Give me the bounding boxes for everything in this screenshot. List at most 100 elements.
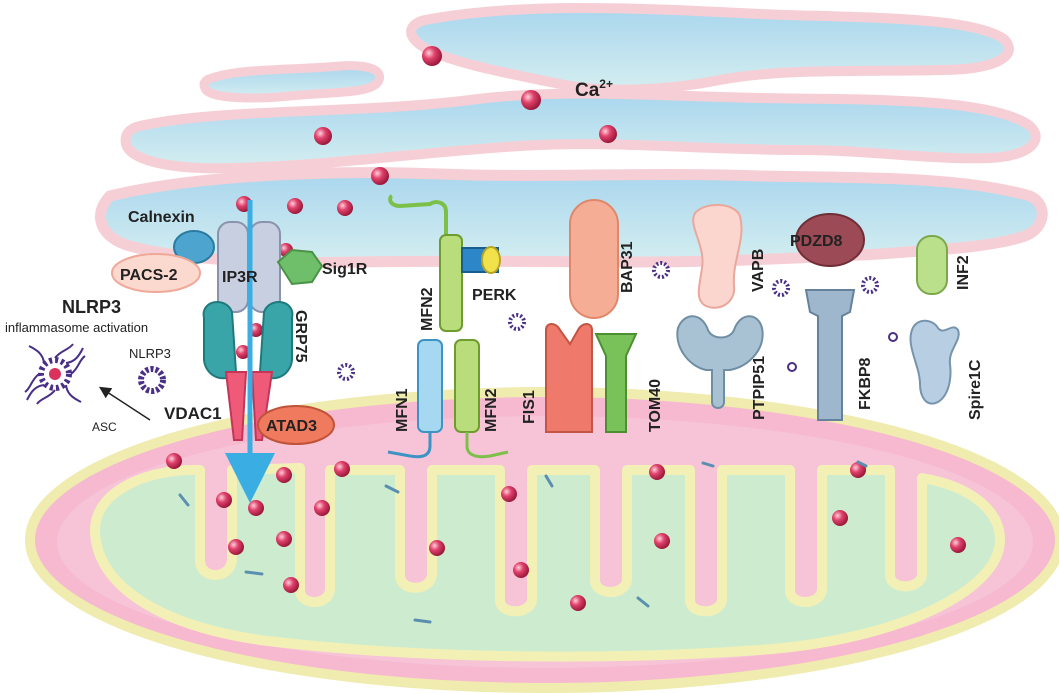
- calcium-label-base: Ca: [575, 80, 600, 101]
- fkbp8-label: FKBP8: [857, 357, 874, 410]
- grp75-shape-right: [258, 301, 294, 380]
- calcium-ion: [570, 595, 586, 611]
- nlrp3-small-label: NLRP3: [129, 346, 171, 361]
- calcium-label: Ca2+: [575, 77, 613, 101]
- calcium-ion: [283, 577, 299, 593]
- spire1c-label: Spire1C: [967, 359, 984, 420]
- pdzd8-fkbp8-complex: [795, 213, 865, 421]
- vdac1-shape-right: [250, 371, 274, 441]
- calcium-ion: [228, 539, 244, 555]
- perk-label: PERK: [472, 287, 517, 304]
- calcium-ion: [649, 464, 665, 480]
- mtdna-fragment: [701, 461, 715, 468]
- pacs2-shape: [111, 253, 201, 293]
- mtdna-fragment: [178, 493, 190, 507]
- atad3-label: ATAD3: [266, 418, 317, 435]
- calcium-ion: [599, 125, 617, 143]
- vapb-label: VAPB: [750, 249, 767, 292]
- mtdna-fragment: [413, 618, 432, 624]
- mtdna-fragment: [244, 570, 264, 576]
- nlrp3-particle: [337, 363, 355, 381]
- nlrp3-small-icon: [138, 366, 166, 394]
- nlrp3-particle: [861, 276, 879, 294]
- er-cisterna-middle: [120, 88, 1041, 174]
- calcium-ion: [334, 461, 350, 477]
- mfn1-tail: [387, 432, 432, 459]
- mfn1-body: [417, 339, 443, 433]
- vdac1-label: VDAC1: [164, 404, 222, 423]
- perk-cap: [481, 246, 501, 274]
- calcium-ion: [850, 462, 866, 478]
- calcium-ion: [337, 200, 353, 216]
- er-cisterna-top: [406, 3, 1014, 95]
- calcium-ion: [832, 510, 848, 526]
- sig1r-shape: [276, 248, 324, 286]
- nlrp3-inflammasome-icon: [24, 343, 86, 405]
- nlrp3-particle: [508, 313, 526, 331]
- calcium-ion: [654, 533, 670, 549]
- mtdna-fragment: [856, 460, 868, 468]
- pdzd8-shape: [795, 213, 865, 267]
- fis1-shape: [545, 323, 593, 433]
- calcium-label-superscript: 2+: [599, 77, 613, 91]
- ptpip51-shape: [676, 315, 764, 409]
- small-particle: [787, 362, 797, 372]
- small-particles: [787, 332, 898, 372]
- mfn2-bottom-body: [454, 339, 480, 433]
- mfn2-top-tail: [388, 194, 448, 240]
- er-cisterna-small: [199, 61, 384, 103]
- vapb-shape: [692, 204, 743, 309]
- inf2-label: INF2: [955, 255, 972, 290]
- calcium-ion: [276, 467, 292, 483]
- vdac1-shape-left: [224, 371, 248, 441]
- bap31-label: BAP31: [619, 241, 636, 293]
- calnexin-label: Calnexin: [128, 209, 195, 226]
- ptpip51-label: PTPIP51: [751, 356, 768, 420]
- spire1c-shape: [909, 319, 960, 405]
- asc-arrow: [98, 386, 151, 421]
- nlrp3-particles: [337, 261, 879, 381]
- mito-cristae-matrix: [90, 463, 1005, 662]
- atad3-shape: [257, 405, 335, 445]
- fis1-label: FIS1: [521, 390, 538, 424]
- calcium-ion: [371, 167, 389, 185]
- mfn1-label: MFN1: [394, 388, 411, 432]
- inf2-shape: [916, 235, 948, 295]
- fkbp8-shape: [804, 289, 856, 421]
- asc-label: ASC: [92, 420, 117, 434]
- calcium-ion: [248, 500, 264, 516]
- inf2-spire1c-complex: [909, 235, 960, 405]
- calcium-ion: [216, 492, 232, 508]
- sig1r-label: Sig1R: [322, 261, 368, 278]
- nlrp3-particle: [652, 261, 670, 279]
- bap31-shape: [569, 199, 619, 319]
- pacs2-label: PACS-2: [120, 267, 178, 284]
- vapb-ptpip51-complex: [676, 204, 764, 409]
- endoplasmic-reticulum: [95, 3, 1048, 268]
- calcium-ion: [236, 345, 250, 359]
- calcium-ion: [166, 453, 182, 469]
- tom40-shape: [594, 333, 638, 433]
- nlrp3-title-label: NLRP3: [62, 297, 121, 317]
- bap31-fis1-tom40-complex: [545, 199, 638, 433]
- nlrp3-subtitle-label: inflammasome activation: [5, 320, 148, 335]
- mfn2-top-label: MFN2: [419, 287, 436, 331]
- calcium-ion: [287, 198, 303, 214]
- calcium-ion: [422, 46, 442, 66]
- ip3r-channel-right: [249, 221, 281, 313]
- mfn2-bottom-label: MFN2: [483, 388, 500, 432]
- calcium-ion: [521, 90, 541, 110]
- mfn2-bottom-tail: [465, 432, 509, 459]
- calcium-ion: [314, 500, 330, 516]
- ip3r-grp75-vdac1-complex: [111, 200, 335, 503]
- mitochondrion: [25, 387, 1059, 693]
- calcium-ion: [513, 562, 529, 578]
- tom40-label: TOM40: [647, 379, 664, 432]
- ip3r-label: IP3R: [222, 269, 258, 286]
- mfn-perk-complex: [387, 194, 509, 459]
- calcium-ion: [429, 540, 445, 556]
- grp75-label: GRP75: [292, 310, 309, 363]
- small-particle: [888, 332, 898, 342]
- mtdna-fragment: [636, 596, 650, 608]
